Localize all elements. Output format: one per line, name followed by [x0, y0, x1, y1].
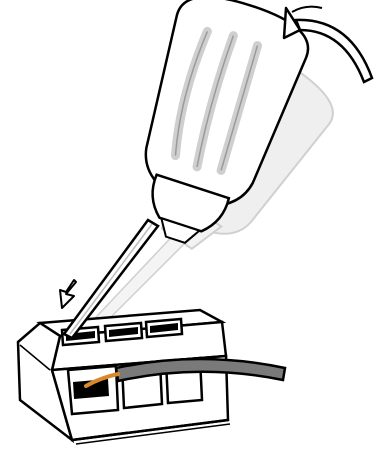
push-arrow-icon — [60, 280, 76, 308]
